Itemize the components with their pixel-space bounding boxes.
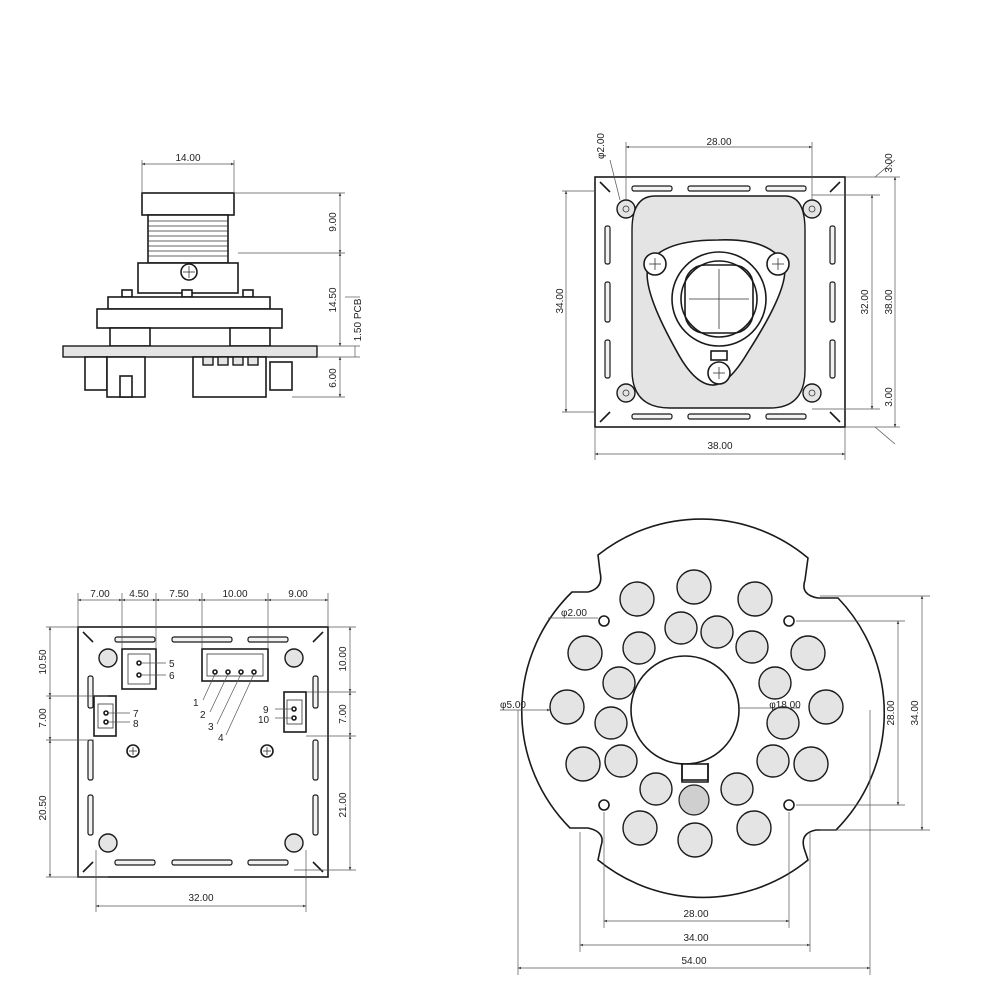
led-icon xyxy=(677,822,713,858)
dim-led-w34: 34.00 xyxy=(683,933,708,944)
led-icon xyxy=(619,581,655,617)
pin-5-label: 5 xyxy=(169,659,175,670)
led-icon xyxy=(737,581,773,617)
small-hole-icon xyxy=(783,615,795,627)
dim-front-corner-top: 3.00 xyxy=(884,153,895,173)
led-icon xyxy=(565,746,601,782)
led-icon xyxy=(639,772,673,806)
pin-10-label: 10 xyxy=(258,715,270,726)
dim-front-inner-height: 32.00 xyxy=(860,289,871,314)
holder-flange xyxy=(96,308,283,329)
dim-back-right-1: 10.00 xyxy=(338,646,349,671)
dim-back-top-2: 4.50 xyxy=(129,589,149,600)
dim-front-hole-dia: φ2.00 xyxy=(596,133,607,159)
mount-hole-icon xyxy=(616,383,636,403)
lens-thread xyxy=(148,220,228,257)
dim-led-center-dia: φ18.00 xyxy=(769,700,801,711)
holder-base xyxy=(107,296,271,310)
dim-back-left-2: 7.00 xyxy=(38,708,49,728)
pin-7-label: 7 xyxy=(133,709,139,720)
small-hole-icon xyxy=(598,615,610,627)
dim-led-w28: 28.00 xyxy=(683,909,708,920)
led-icon xyxy=(594,706,628,740)
dim-back-left-3: 20.50 xyxy=(38,795,49,820)
dim-back-top-1: 7.00 xyxy=(90,589,110,600)
led-icon xyxy=(664,611,698,645)
mount-hole-icon xyxy=(616,199,636,219)
dim-holder-height: 14.50 xyxy=(328,287,339,312)
pin-2-label: 2 xyxy=(200,710,206,721)
connector-5-6 xyxy=(121,648,157,690)
dim-front-corner-bottom: 3.00 xyxy=(884,387,895,407)
dim-led-w54: 54.00 xyxy=(681,956,706,967)
dim-front-outer-height: 38.00 xyxy=(884,289,895,314)
led-board: φ2.00 φ5.00 φ18.00 28.00 34.00 28.00 34.… xyxy=(500,518,930,975)
dim-back-right-3: 21.00 xyxy=(338,792,349,817)
led-icon xyxy=(549,689,585,725)
pin-6-label: 6 xyxy=(169,671,175,682)
lens-opening xyxy=(630,655,740,765)
led-icon xyxy=(676,569,712,605)
led-icon xyxy=(758,666,792,700)
led-icon xyxy=(602,666,636,700)
connector-left xyxy=(84,356,108,391)
dim-back-top-5: 9.00 xyxy=(288,589,308,600)
mount-hole-icon xyxy=(98,648,118,668)
dim-led-dia: φ5.00 xyxy=(500,700,526,711)
led-icon xyxy=(700,615,734,649)
mount-hole-icon xyxy=(98,833,118,853)
photoresistor-icon xyxy=(678,784,710,816)
mount-hole-icon xyxy=(284,648,304,668)
pin-8-label: 8 xyxy=(133,719,139,730)
side-view: 14.00 9.00 14.50 1.50 PCB 6.00 xyxy=(62,153,364,398)
dim-led-h34: 34.00 xyxy=(910,700,921,725)
dim-back-top-3: 7.50 xyxy=(169,589,189,600)
back-view: 5 6 1 2 3 4 7 8 9 10 xyxy=(38,589,356,912)
dim-pcb-height: 1.50 PCB xyxy=(353,298,364,341)
led-icon xyxy=(622,810,658,846)
led-icon xyxy=(756,744,790,778)
led-icon xyxy=(622,631,656,665)
led-icon xyxy=(790,635,826,671)
led-icon xyxy=(720,772,754,806)
dim-front-left-height: 34.00 xyxy=(555,288,566,313)
dim-front-hole-span: 28.00 xyxy=(706,137,731,148)
led-icon xyxy=(793,746,829,782)
dim-back-right-2: 7.00 xyxy=(338,704,349,724)
dim-led-small-hole: φ2.00 xyxy=(561,608,587,619)
led-icon xyxy=(567,635,603,671)
led-icon xyxy=(766,706,800,740)
dim-side-width: 14.00 xyxy=(175,153,200,164)
dim-led-h28: 28.00 xyxy=(886,700,897,725)
front-view: 28.00 φ2.00 34.00 32.00 38.00 3.00 3.00 … xyxy=(555,133,900,460)
pcb-board xyxy=(62,345,318,358)
dim-back-width: 32.00 xyxy=(188,893,213,904)
pin-3-label: 3 xyxy=(208,722,214,733)
led-icon xyxy=(604,744,638,778)
dim-connector-height: 6.00 xyxy=(328,368,339,388)
led-ring xyxy=(549,569,844,858)
dim-front-width: 38.00 xyxy=(707,441,732,452)
pin-1-label: 1 xyxy=(193,698,199,709)
mount-hole-icon xyxy=(802,199,822,219)
dim-back-top-4: 10.00 xyxy=(222,589,247,600)
small-hole-icon xyxy=(598,799,610,811)
led-icon xyxy=(735,630,769,664)
led-icon xyxy=(808,689,844,725)
mount-hole-icon xyxy=(284,833,304,853)
dim-lens-height: 9.00 xyxy=(328,212,339,232)
small-hole-icon xyxy=(783,799,795,811)
mount-hole-icon xyxy=(802,383,822,403)
pin-4-label: 4 xyxy=(218,733,224,744)
lens-cap xyxy=(141,192,235,216)
dim-back-left-1: 10.50 xyxy=(38,649,49,674)
connector-9-10 xyxy=(283,691,307,733)
pin-9-label: 9 xyxy=(263,705,269,716)
lens-barrel xyxy=(147,214,229,264)
led-icon xyxy=(736,810,772,846)
